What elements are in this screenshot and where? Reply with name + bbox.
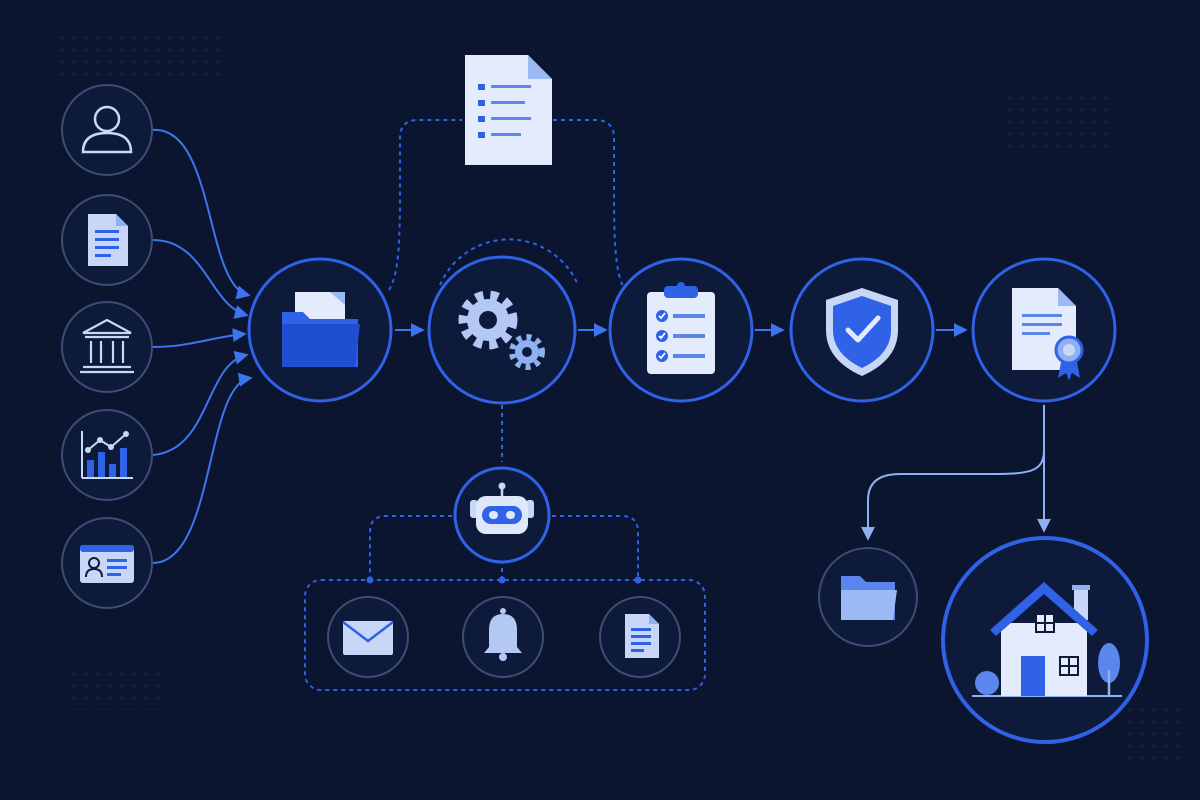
chart-icon (81, 431, 133, 479)
document-icon (625, 614, 659, 658)
pipeline-node-certificate[interactable] (971, 257, 1117, 403)
envelope-icon (342, 621, 394, 655)
top-document-node[interactable] (465, 55, 552, 165)
robot-icon (470, 482, 534, 534)
user-icon (81, 105, 133, 154)
notification-node-email[interactable] (327, 596, 409, 678)
input-nodes (61, 84, 153, 609)
folder-icon (282, 292, 360, 367)
input-node-document[interactable] (61, 194, 153, 286)
pipeline-node-folder[interactable] (247, 257, 393, 403)
output-nodes (818, 536, 1149, 744)
notification-nodes (327, 596, 681, 678)
output-node-house[interactable] (941, 536, 1149, 744)
pipeline-nodes (247, 255, 1117, 405)
folder-icon (841, 576, 897, 620)
certificate-icon (1012, 288, 1084, 380)
input-node-user[interactable] (61, 84, 153, 176)
report-document-icon (465, 55, 552, 165)
input-connectors (152, 128, 253, 564)
input-node-chart[interactable] (61, 409, 153, 501)
input-node-id-card[interactable] (61, 517, 153, 609)
bank-icon (80, 318, 134, 374)
house-icon (972, 582, 1122, 697)
pipeline-node-gears[interactable] (427, 255, 577, 405)
input-node-bank[interactable] (61, 301, 153, 393)
notification-node-bell[interactable] (462, 596, 544, 678)
automation-node[interactable] (453, 466, 551, 564)
pipeline-node-shield[interactable] (789, 257, 935, 403)
pipeline-node-checklist[interactable] (608, 257, 754, 403)
document-icon (88, 214, 128, 266)
bell-icon (484, 608, 522, 661)
notification-node-document[interactable] (599, 596, 681, 678)
id-card-icon (80, 545, 134, 583)
shield-check-icon (826, 288, 898, 376)
output-connectors (861, 405, 1051, 541)
output-node-folder[interactable] (818, 547, 918, 647)
panel-junction-dots (366, 576, 642, 584)
gears-icon (458, 290, 545, 370)
dot-grid-decoration (60, 30, 1180, 760)
checklist-icon (647, 282, 715, 374)
